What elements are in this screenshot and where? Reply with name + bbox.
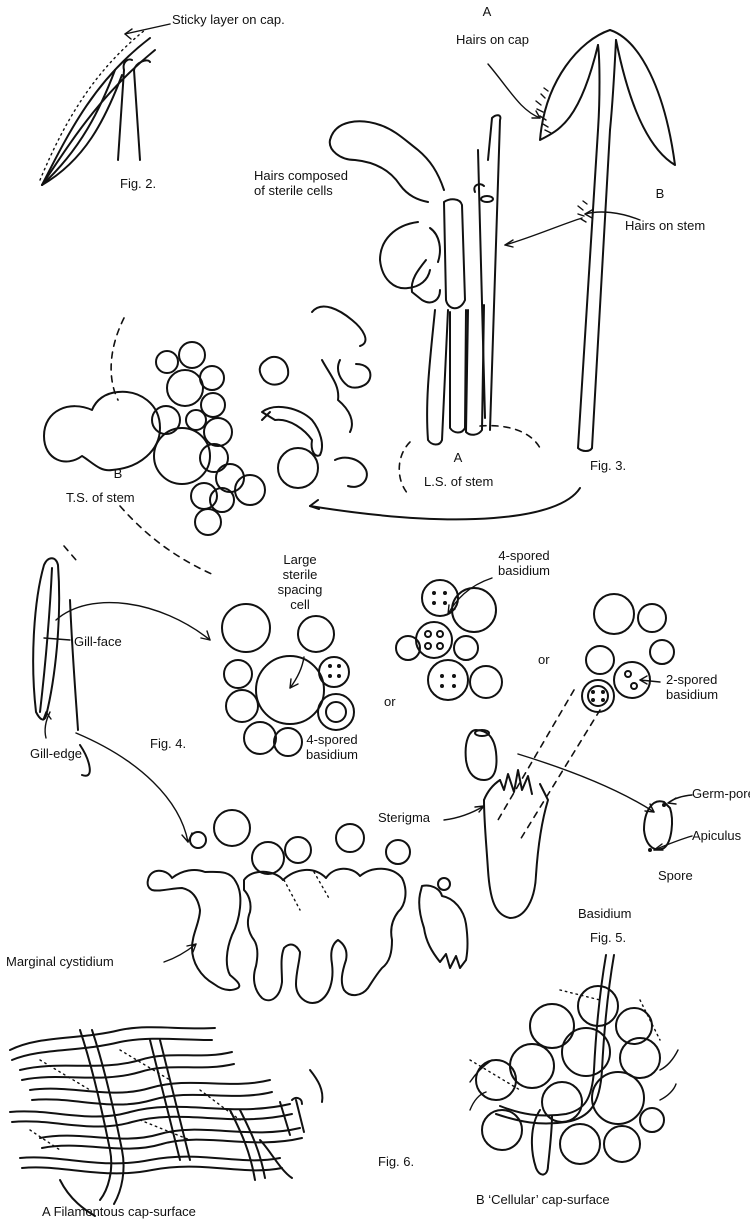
germ-pore-label: Germ-pore xyxy=(692,786,750,801)
spore-label: Spore xyxy=(658,868,693,883)
hairs-sterile-cells-label: Hairs composed of sterile cells xyxy=(254,168,348,198)
fig4-two-spored-cluster xyxy=(581,593,675,713)
apiculus-label: Apiculus xyxy=(692,828,742,843)
sterigma-label: Sterigma xyxy=(378,810,431,825)
fig3-label-a-ls: A xyxy=(453,450,463,465)
or-label-2: or xyxy=(538,652,550,667)
fig4-four-spored-cluster xyxy=(395,577,503,701)
ls-of-stem-label: L.S. of stem xyxy=(424,474,494,489)
fig6-filamentous-surface xyxy=(9,1026,324,1217)
four-spored-basidium-label-a: 4-spored basidium xyxy=(305,732,359,762)
fig3-ls-stem xyxy=(328,114,541,495)
gill-edge-label: Gill-edge xyxy=(30,746,83,761)
fig2-title: Fig. 2. xyxy=(120,176,157,191)
fig4-title: Fig. 4. xyxy=(150,736,187,751)
filamentous-cap-surface-label: A Filamentous cap-surface xyxy=(42,1204,196,1219)
two-spored-basidium-label: 2-spored basidium xyxy=(666,672,719,702)
fig3-ts-stem xyxy=(43,305,581,577)
fig3-fruit-body xyxy=(487,29,676,452)
hairs-on-cap-label: Hairs on cap xyxy=(456,32,529,47)
fig2-cap-section xyxy=(39,23,171,186)
cellular-cap-surface-label: B ‘Cellular’ cap-surface xyxy=(476,1192,610,1207)
fig6-cellular-surface xyxy=(469,954,679,1176)
hairs-on-stem-label: Hairs on stem xyxy=(625,218,706,233)
sticky-layer-label: Sticky layer on cap. xyxy=(172,12,285,27)
or-label-1: or xyxy=(384,694,396,709)
fig6-title: Fig. 6. xyxy=(378,1154,415,1169)
fig3-label-a-top: A xyxy=(482,4,492,19)
ts-of-stem-label: T.S. of stem xyxy=(66,490,135,505)
basidium-label: Basidium xyxy=(578,906,632,921)
fig4-gill-section xyxy=(32,545,355,843)
four-spored-basidium-label-b: 4-spored basidium xyxy=(497,548,551,578)
marginal-cystidium-label: Marginal cystidium xyxy=(6,954,114,969)
gill-face-label: Gill-face xyxy=(74,634,122,649)
fig4-gill-edge-cells xyxy=(146,809,469,1004)
fig5-basidium xyxy=(443,689,693,919)
fig5-title: Fig. 5. xyxy=(590,930,627,945)
fig3-label-b-top: B xyxy=(655,186,665,201)
fig3-label-b-ts: B xyxy=(113,466,123,481)
fig3-title: Fig. 3. xyxy=(590,458,627,473)
large-sterile-cell-label: Large sterile spacing cell xyxy=(277,552,323,612)
